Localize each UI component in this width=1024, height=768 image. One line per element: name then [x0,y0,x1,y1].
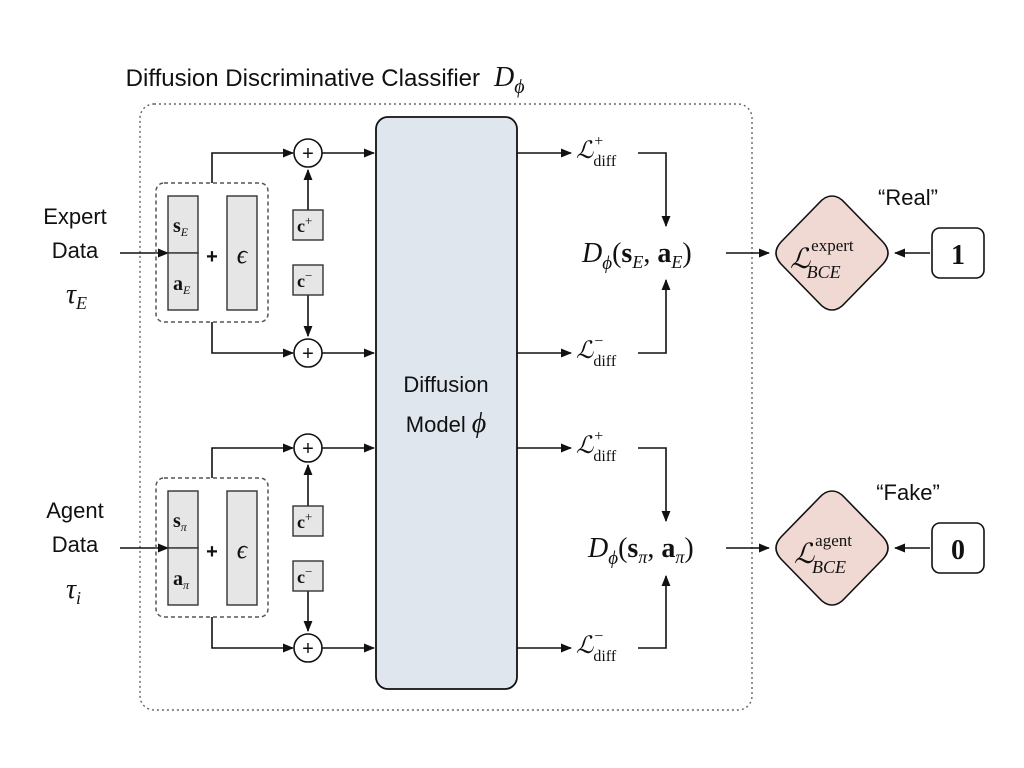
expert-lower-add-symbol: + [302,343,314,365]
expert-action-box [167,252,199,311]
target-expert-box [931,227,985,279]
disc-agent-value: Dϕ(sπ, aπ) [587,533,694,569]
title-symbol: Dϕ [493,62,525,98]
agent-lower-add-symbol: + [302,638,314,660]
agent-state-box [167,490,199,549]
expert-noise-group [155,182,269,323]
expert-epsilon-symbol: ϵ [237,240,249,269]
agent-neg-to-disc [638,574,671,649]
loss-expert-neg: ℒ−diff [576,333,617,370]
disc-expert-value: Dϕ(sE, aE) [581,238,692,274]
expert-lower-connector [211,322,295,358]
expert-tau-symbol: τE [66,279,87,313]
agent-action-symbol: aπ [173,568,190,592]
expert-plus-sign: + [206,246,218,268]
diffusion-model-block [375,116,518,690]
loss-agent-neg: ℒ−diff [576,628,617,665]
agent-lower-connector [211,617,295,653]
agent-tau-symbol: τi [66,574,81,608]
target-expert-value: 1 [951,240,965,271]
expert-pos-to-disc [638,152,671,228]
expert-cpos-box [292,209,324,241]
real-label: “Real” [878,185,938,210]
agent-cpos-symbol: c+ [297,509,312,532]
agent-epsilon-box [226,490,258,606]
agent-label-line1: Agent [46,498,104,523]
agent-label-line2: Data [52,532,99,557]
bce-agent-node [775,490,889,606]
expert-neg-to-disc [638,278,671,354]
classifier-boundary [139,103,753,711]
expert-state-box [167,195,199,254]
bce-expert-node [775,195,889,311]
expert-action-symbol: aE [173,273,191,297]
expert-epsilon-box [226,195,258,311]
agent-upper-add-symbol: + [302,438,314,460]
expert-upper-add-symbol: + [302,143,314,165]
expert-state-symbol: sE [173,215,189,239]
loss-expert-pos: ℒ+diff [576,133,617,170]
loss-agent-pos: ℒ+diff [576,428,617,465]
expert-label-line2: Data [52,238,99,263]
agent-action-box [167,547,199,606]
expert-data-label: Expert Data τE [43,204,107,313]
agent-cpos-box [292,505,324,537]
model-label-line1: Diffusion [403,372,488,397]
diagram-title: Diffusion Discriminative Classifier [126,65,480,92]
agent-epsilon-symbol: ϵ [237,535,249,564]
agent-upper-connector [211,443,295,478]
agent-state-symbol: sπ [173,510,188,534]
expert-cneg-symbol: c− [297,268,312,291]
agent-plus-sign: + [206,541,218,563]
agent-cneg-box [292,560,324,592]
expert-upper-connector [211,148,295,183]
agent-pos-to-disc [638,447,671,523]
target-agent-value: 0 [951,535,965,566]
target-agent-box [931,522,985,574]
expert-cneg-box [292,264,324,296]
agent-data-label: Agent Data τi [46,498,104,608]
agent-noise-group [155,477,269,618]
expert-label-line1: Expert [43,204,107,229]
agent-cneg-symbol: c− [297,564,312,587]
fake-label: “Fake” [876,480,940,505]
expert-cpos-symbol: c+ [297,213,312,236]
